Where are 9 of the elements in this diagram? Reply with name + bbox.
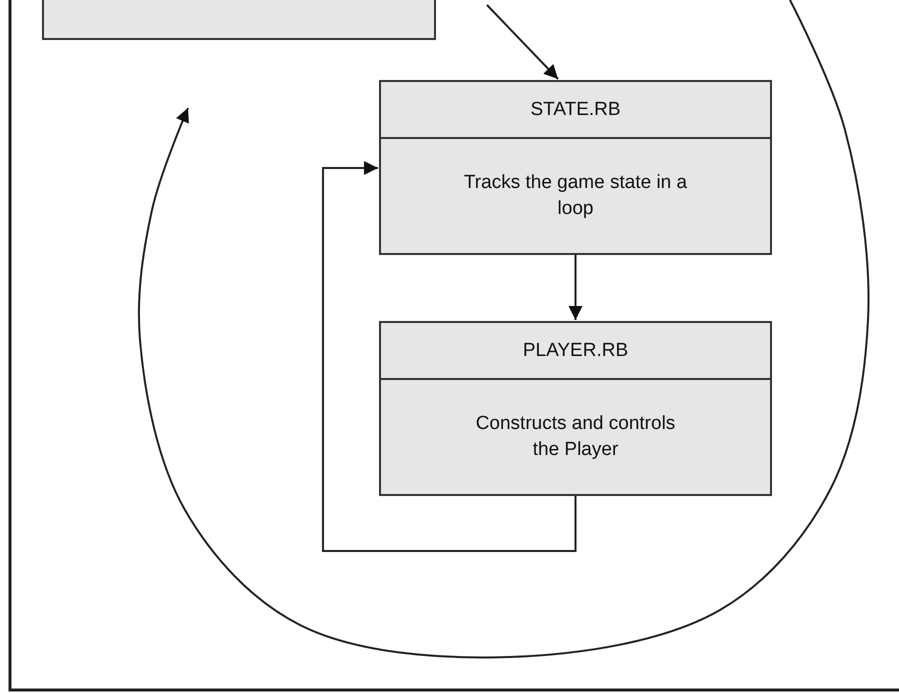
module-box: [379, 80, 772, 255]
arrow: [568, 255, 582, 320]
module-description: Constructs and controls the Player: [474, 412, 676, 462]
arrow: [486, 4, 559, 80]
module-description: Tracks the game state in a loop: [462, 171, 688, 221]
module-title: STATE.RB: [530, 98, 621, 120]
module-title: PLAYER.RB: [522, 340, 628, 362]
module-box: [379, 321, 772, 496]
arrow: [322, 161, 576, 552]
